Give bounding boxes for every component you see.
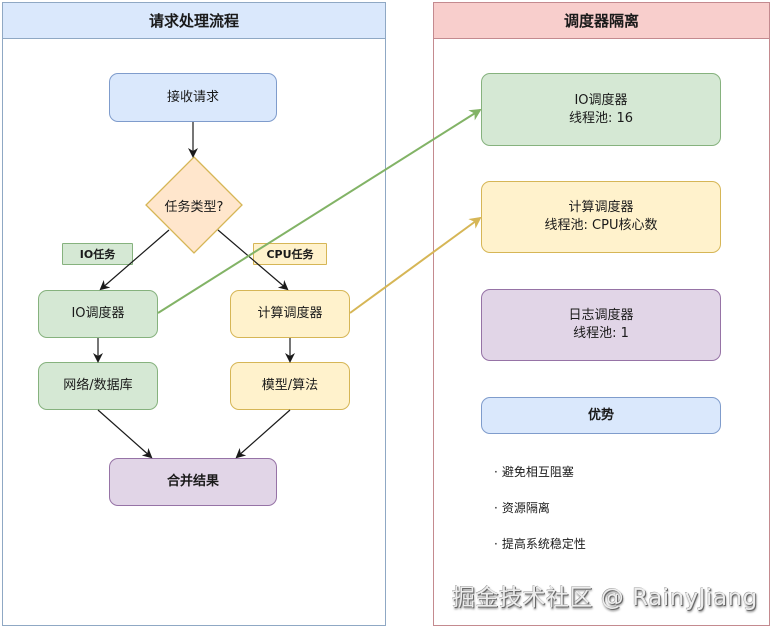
network-db-label: 网络/数据库 (63, 378, 133, 393)
advantage-item: ·提高系统稳定性 (494, 535, 586, 552)
io-scheduler-node[interactable]: IO调度器 (38, 290, 158, 338)
decision-label: 任务类型? (164, 200, 224, 215)
compute-scheduler-node[interactable]: 计算调度器 (230, 290, 350, 338)
merge-results-label: 合并结果 (166, 474, 219, 489)
bullet-icon: · (494, 501, 498, 515)
cpu-task-edge-label: CPU任务 (253, 243, 327, 265)
advantage-item: ·资源隔离 (494, 499, 550, 516)
advantages-title: 优势 (587, 407, 614, 423)
log-scheduler-card[interactable]: 日志调度器 线程池: 1 (481, 289, 721, 361)
log-scheduler-card-pool: 线程池: 1 (573, 326, 629, 341)
advantage-item: ·避免相互阻塞 (494, 463, 574, 480)
compute-scheduler-card-name: 计算调度器 (568, 200, 634, 215)
io-scheduler-card-name: IO调度器 (574, 92, 628, 108)
model-algo-node[interactable]: 模型/算法 (230, 362, 350, 410)
model-algo-label: 模型/算法 (261, 378, 319, 393)
advantage-text: 资源隔离 (501, 501, 550, 515)
merge-results-node[interactable]: 合并结果 (109, 458, 277, 506)
advantages-header: 优势 (481, 397, 721, 434)
io-scheduler-card-pool: 线程池: 16 (568, 110, 634, 126)
bullet-icon: · (494, 465, 498, 479)
bullet-icon: · (494, 537, 498, 551)
request-flow-title: 请求处理流程 (3, 3, 385, 39)
advantage-text: 提高系统稳定性 (501, 537, 586, 551)
log-scheduler-card-name: 日志调度器 (568, 308, 634, 323)
receive-request-node[interactable]: 接收请求 (109, 73, 277, 122)
compute-scheduler-card-pool: 线程池: CPU核心数 (544, 218, 658, 233)
watermark: 掘金技术社区 @ RainyJiang (452, 585, 758, 611)
compute-scheduler-card[interactable]: 计算调度器 线程池: CPU核心数 (481, 181, 721, 253)
compute-scheduler-label: 计算调度器 (257, 306, 323, 321)
io-task-edge-label: IO任务 (62, 243, 133, 265)
network-db-node[interactable]: 网络/数据库 (38, 362, 158, 410)
io-scheduler-card[interactable]: IO调度器 线程池: 16 (481, 73, 721, 146)
receive-request-label: 接收请求 (166, 89, 219, 105)
io-scheduler-label: IO调度器 (71, 306, 125, 321)
advantage-text: 避免相互阻塞 (501, 465, 574, 479)
scheduler-isolation-title: 调度器隔离 (434, 3, 769, 39)
